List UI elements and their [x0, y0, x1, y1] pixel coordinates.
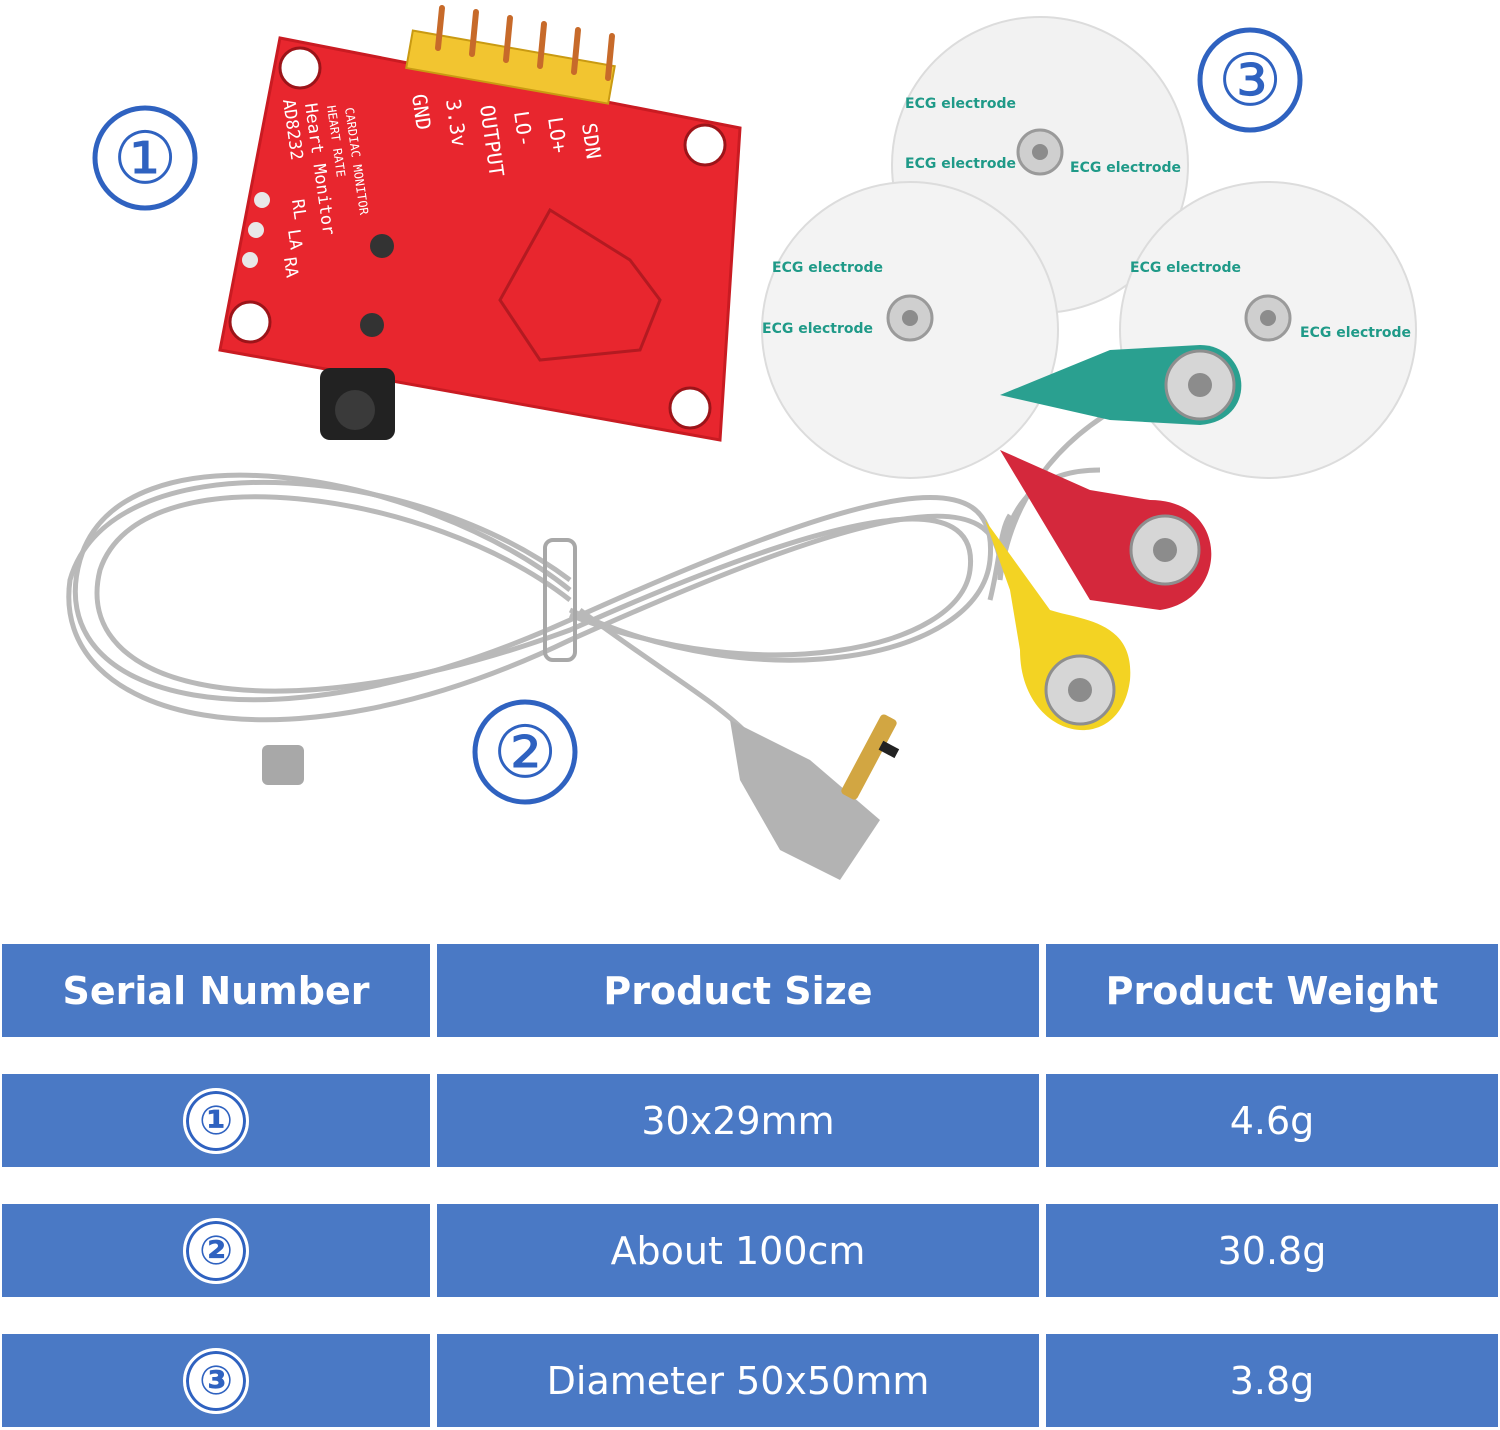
photo-label-1: ①: [92, 105, 198, 211]
table-row: ① 30x29mm 4.6g: [0, 1074, 1500, 1167]
pad-label-ra: RA: [279, 256, 302, 279]
pad-label-la: LA: [283, 228, 306, 251]
product-photo: ECG electrode ECG electrode ECG electrod…: [66, 5, 1417, 880]
serial-cell: ①: [2, 1074, 430, 1167]
ad8232-board: GND 3.3v OUTPUT LO- LO+ SDN AD8232 Heart…: [218, 5, 742, 442]
electrode-pad-right: ECG electrode ECG electrode: [1119, 181, 1417, 479]
electrode-text-2: ECG electrode: [1070, 160, 1181, 176]
table-header-row: Serial Number Product Size Product Weigh…: [0, 944, 1500, 1037]
electrode-text-7: ECG electrode: [1300, 325, 1411, 341]
serial-cell: ③: [2, 1334, 430, 1427]
weight-cell: 3.8g: [1046, 1334, 1498, 1427]
size-cell: About 100cm: [437, 1204, 1039, 1297]
snap-connector-yellow: [985, 520, 1131, 731]
svg-text:③: ③: [1218, 38, 1283, 122]
serial-badge: ③: [183, 1347, 249, 1414]
cable-tie: [543, 538, 577, 662]
electrode-text-5: ECG electrode: [762, 321, 873, 337]
photo-label-2: ②: [472, 699, 578, 805]
pad-label-rl: RL: [287, 198, 310, 221]
photo-label-3: ③: [1197, 27, 1303, 133]
electrode-text-3: ECG electrode: [905, 156, 1016, 172]
size-cell: Diameter 50x50mm: [437, 1334, 1039, 1427]
electrode-pad-left: ECG electrode ECG electrode: [761, 181, 1059, 479]
header-product-size: Product Size: [437, 944, 1039, 1037]
cable-clip: [262, 745, 304, 785]
header-product-weight: Product Weight: [1046, 944, 1498, 1037]
electrode-text-1: ECG electrode: [905, 96, 1016, 112]
table-row: ② About 100cm 30.8g: [0, 1204, 1500, 1297]
svg-text:②: ②: [493, 710, 558, 794]
table-row: ③ Diameter 50x50mm 3.8g: [0, 1334, 1500, 1427]
snap-connector-red: [1000, 450, 1212, 610]
svg-text:①: ①: [113, 116, 178, 200]
weight-cell: 4.6g: [1046, 1074, 1498, 1167]
electrode-text-4: ECG electrode: [772, 260, 883, 276]
pin-label-lo-minus: LO-: [509, 109, 538, 148]
pin-label-lo-plus: LO+: [543, 115, 572, 154]
pin-label-sdn: SDN: [577, 121, 606, 160]
snap-connector-green: [1000, 345, 1242, 425]
pin-label-gnd: GND: [407, 92, 436, 131]
serial-cell: ②: [2, 1204, 430, 1297]
audio-jack: [730, 714, 900, 880]
electrode-text-6: ECG electrode: [1130, 260, 1241, 276]
weight-cell: 30.8g: [1046, 1204, 1498, 1297]
size-cell: 30x29mm: [437, 1074, 1039, 1167]
serial-badge: ②: [183, 1217, 249, 1284]
serial-badge: ①: [183, 1087, 249, 1154]
header-serial-number: Serial Number: [2, 944, 430, 1037]
